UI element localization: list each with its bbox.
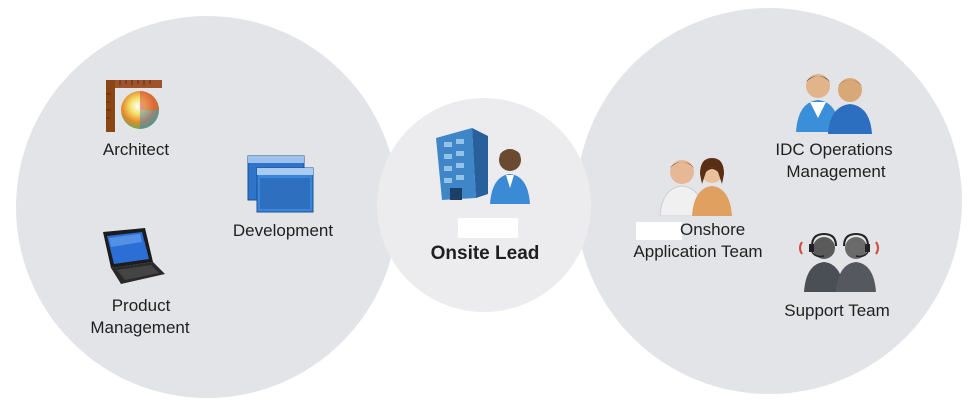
center-circle	[377, 98, 591, 312]
support-team-label: Support Team	[784, 301, 890, 320]
redacted-text-box	[636, 222, 682, 240]
right-group-circle	[576, 8, 962, 394]
onshore-line2: Application Team	[633, 242, 763, 261]
two-people-icon	[796, 74, 872, 134]
idc-operations-line1: IDC Operations	[775, 140, 893, 159]
laptop-icon	[103, 228, 165, 284]
product-management-line1: Product	[111, 296, 171, 315]
architect-label: Architect	[102, 140, 170, 159]
redacted-text-box	[458, 218, 518, 238]
man-woman-icon	[659, 158, 732, 216]
windows-stack-icon	[247, 155, 314, 213]
left-group-circle	[16, 16, 398, 398]
headset-people-icon	[799, 232, 879, 292]
product-management-line2: Management	[90, 318, 190, 337]
drafting-color-wheel-icon	[106, 80, 162, 132]
onshore-line1: Onshore	[680, 220, 746, 239]
building-person-icon	[436, 128, 530, 204]
onsite-lead-label: Onsite Lead	[430, 243, 540, 264]
development-label: Development	[232, 221, 334, 240]
idc-operations-line2: Management	[786, 162, 886, 181]
